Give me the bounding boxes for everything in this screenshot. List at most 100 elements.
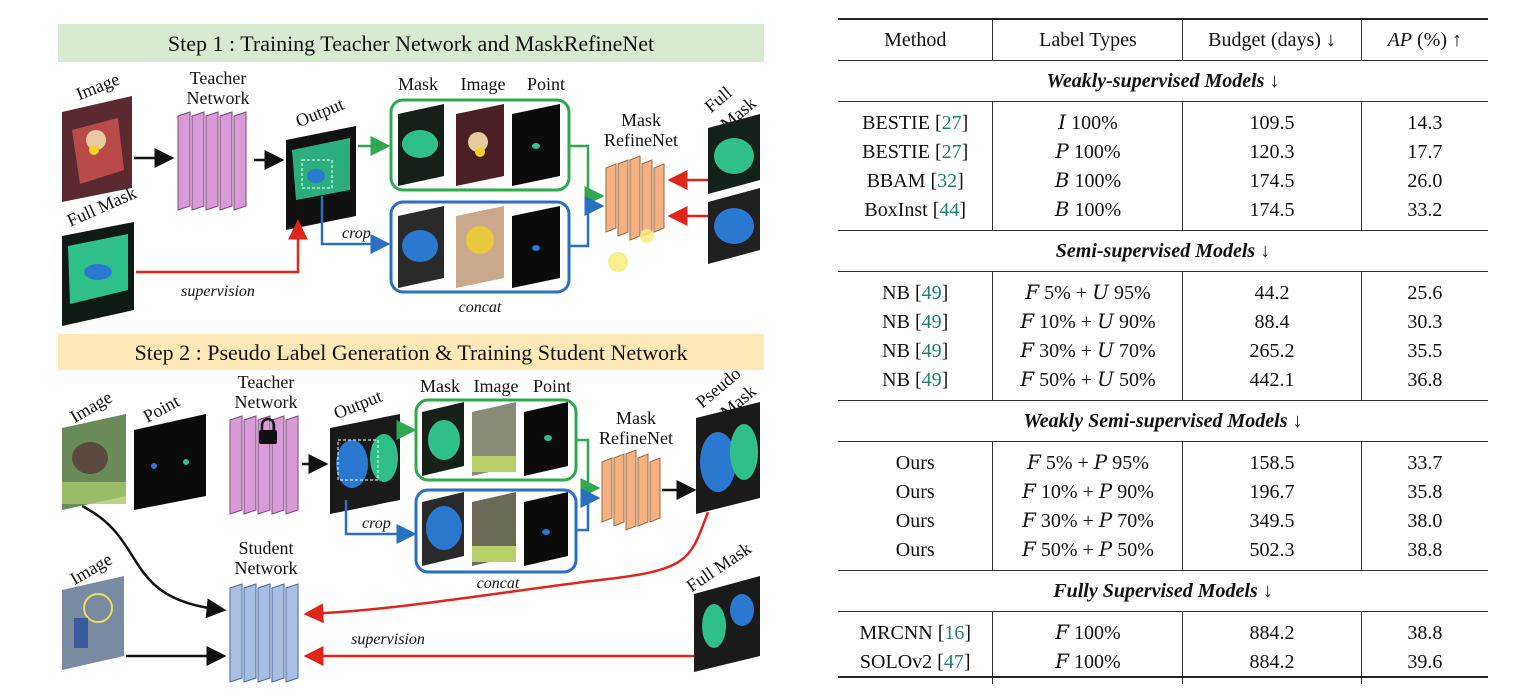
citation-link[interactable]: 49 bbox=[921, 310, 942, 333]
step1-output-image bbox=[286, 126, 356, 230]
step2-image-col-label: Image bbox=[474, 376, 519, 396]
citation-link[interactable]: 49 bbox=[921, 368, 942, 391]
label-symbol: I bbox=[1058, 110, 1067, 134]
step2-crop-image-thumb bbox=[472, 492, 516, 566]
step1-concat-label: concat bbox=[459, 299, 502, 316]
label-amount: 90% bbox=[1113, 311, 1156, 333]
step2-image-thumb bbox=[472, 402, 516, 476]
spacer-cell bbox=[1360, 611, 1488, 618]
spacer-cell bbox=[1360, 271, 1488, 278]
section-title: Fully Supervised Models ↓ bbox=[838, 570, 1488, 612]
label-symbol: F bbox=[1021, 508, 1036, 532]
budget-cell: 196.7 bbox=[1182, 477, 1362, 506]
label-amount: 100% bbox=[1069, 622, 1121, 644]
method-cell: NB [49] bbox=[882, 368, 949, 391]
label-symbol: F bbox=[1055, 620, 1070, 644]
budget-cell: 502.3 bbox=[1182, 535, 1362, 564]
citation-link[interactable]: 47 bbox=[943, 650, 964, 673]
spacer-cell bbox=[1182, 441, 1362, 448]
budget-cell: 884.2 bbox=[1182, 618, 1362, 647]
spacer-row bbox=[838, 394, 1488, 401]
citation-link[interactable]: 27 bbox=[941, 111, 962, 134]
label-types-cell: F 50% + U 50% bbox=[992, 365, 1183, 394]
citation-link[interactable]: 16 bbox=[944, 621, 965, 644]
method-name: BoxInst bbox=[864, 198, 928, 221]
ap-cell: 17.7 bbox=[1360, 137, 1488, 166]
results-table: Method Label Types Budget (days) ↓ AP (%… bbox=[838, 18, 1488, 684]
label-symbol: F bbox=[1055, 649, 1070, 673]
table-body: Weakly-supervised Models ↓ BESTIE [27] I 1… bbox=[838, 60, 1488, 684]
ap-cell: 38.8 bbox=[1360, 535, 1488, 564]
budget-cell: 109.5 bbox=[1182, 108, 1362, 137]
step1-supervision-label: supervision bbox=[181, 283, 255, 300]
step2-point-image bbox=[134, 414, 206, 510]
ap-cell: 35.8 bbox=[1360, 477, 1488, 506]
step1-image-thumb bbox=[456, 104, 504, 186]
citation-link[interactable]: 49 bbox=[921, 281, 942, 304]
step2-mask-label: Mask bbox=[420, 376, 460, 396]
spacer-row bbox=[838, 101, 1488, 108]
step2-bottom-image bbox=[62, 576, 124, 670]
method-cell: NB [49] bbox=[882, 339, 949, 362]
section-header-row: Fully Supervised Models ↓ bbox=[838, 570, 1488, 612]
method-cell: Ours bbox=[838, 448, 993, 477]
step2-refine-label-1: Mask bbox=[616, 408, 656, 428]
label-symbol: P bbox=[1098, 508, 1113, 532]
label-amount: 30% + bbox=[1035, 510, 1099, 532]
step1-output-label: Output bbox=[293, 94, 347, 131]
step1-banner bbox=[58, 24, 764, 62]
method-cell: BESTIE [27] bbox=[862, 140, 969, 163]
citation-link[interactable]: 44 bbox=[939, 198, 960, 221]
cursor-highlight-dot-small bbox=[640, 229, 654, 243]
spacer-cell bbox=[992, 611, 1183, 618]
step2-full-mask-image bbox=[694, 576, 760, 672]
results-table-container: Method Label Types Budget (days) ↓ AP (%… bbox=[838, 18, 1488, 684]
label-amount: 5% + bbox=[1039, 282, 1093, 304]
label-types-cell: F 5% + P 95% bbox=[992, 448, 1183, 477]
step2-mask-thumb bbox=[422, 402, 464, 476]
spacer-cell bbox=[992, 677, 1183, 684]
cursor-highlight-dot bbox=[608, 252, 628, 272]
step1-full-mask-image bbox=[62, 222, 134, 326]
citation-link[interactable]: 49 bbox=[921, 339, 942, 362]
budget-cell: 120.3 bbox=[1182, 137, 1362, 166]
budget-cell: 44.2 bbox=[1182, 278, 1362, 307]
step2-crop-label: crop bbox=[362, 515, 391, 532]
label-amount: 100% bbox=[1069, 199, 1122, 221]
step1-mask-thumb bbox=[398, 104, 444, 186]
label-symbol: U bbox=[1097, 309, 1114, 333]
label-amount: 5% + bbox=[1040, 452, 1094, 474]
spacer-cell bbox=[1182, 394, 1362, 401]
spacer-cell bbox=[1182, 101, 1362, 108]
citation-link[interactable]: 32 bbox=[937, 169, 958, 192]
step1-crop-point-thumb bbox=[512, 206, 560, 288]
label-amount: 100% bbox=[1066, 112, 1118, 134]
section-title: Weakly-supervised Models ↓ bbox=[838, 60, 1488, 102]
step1-teacher-label-1: Teacher bbox=[190, 68, 247, 88]
method-name: NB bbox=[882, 339, 910, 362]
label-amount: 10% + bbox=[1034, 311, 1098, 333]
section-header-row: Weakly-supervised Models ↓ bbox=[838, 60, 1488, 102]
table-header-row: Method Label Types Budget (days) ↓ AP (%… bbox=[838, 19, 1488, 61]
pseudo-mask-image bbox=[696, 402, 760, 514]
step2-point-col-label: Point bbox=[533, 376, 571, 396]
budget-cell: 265.2 bbox=[1182, 336, 1362, 365]
spacer-cell bbox=[992, 224, 1183, 231]
method-name: NB bbox=[882, 281, 910, 304]
label-symbol: F bbox=[1025, 280, 1040, 304]
header-budget: Budget (days) ↓ bbox=[1182, 19, 1362, 61]
spacer-row bbox=[838, 271, 1488, 278]
step1-mask-label: Mask bbox=[398, 74, 438, 94]
label-amount: 90% bbox=[1112, 481, 1154, 503]
ap-cell: 25.6 bbox=[1360, 278, 1488, 307]
label-types-cell: F 5% + U 95% bbox=[992, 278, 1183, 307]
step1-teacher-label-2: Network bbox=[187, 88, 250, 108]
label-types-cell: I 100% bbox=[992, 108, 1183, 137]
citation-link[interactable]: 27 bbox=[941, 140, 962, 163]
ap-cell: 38.8 bbox=[1360, 618, 1488, 647]
spacer-cell bbox=[992, 394, 1183, 401]
spacer-cell bbox=[992, 564, 1183, 571]
spacer-cell bbox=[1182, 271, 1362, 278]
ap-cell: 33.7 bbox=[1360, 448, 1488, 477]
